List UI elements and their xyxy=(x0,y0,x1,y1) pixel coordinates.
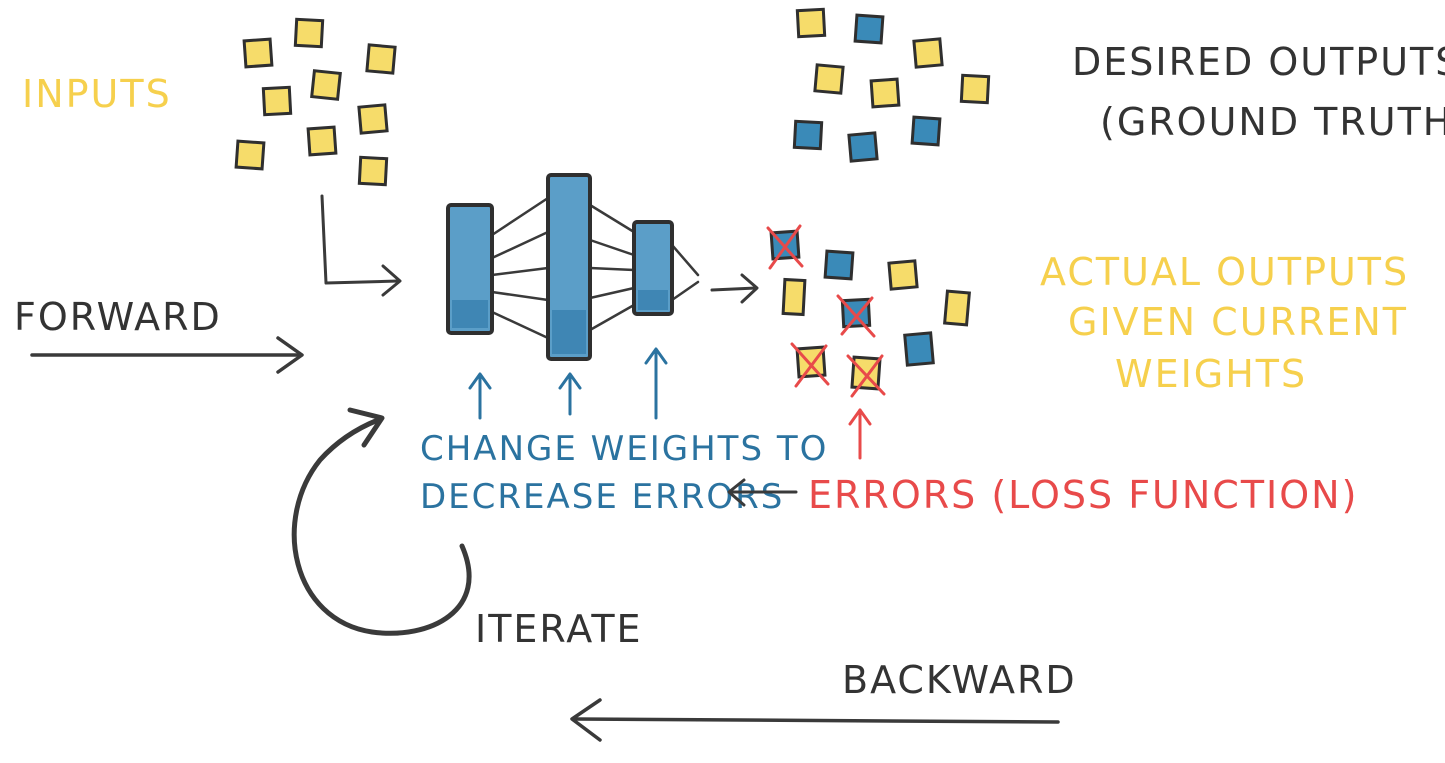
up-arrow-icon xyxy=(558,372,582,416)
desired-square xyxy=(869,77,901,109)
layer-1-shade xyxy=(452,300,488,328)
inputs-label: INPUTS xyxy=(22,72,172,116)
up-arrow-icon xyxy=(644,347,668,420)
cross-icon xyxy=(790,342,830,388)
network-to-output-arrow xyxy=(710,273,759,304)
desired-square xyxy=(792,119,824,151)
given-current-label: GIVEN CURRENT xyxy=(1068,300,1408,344)
cross-icon xyxy=(836,294,876,338)
actual-square xyxy=(887,259,919,291)
input-square xyxy=(306,125,338,157)
backward-label: BACKWARD xyxy=(842,658,1077,702)
neural-network xyxy=(446,173,700,361)
actual-square xyxy=(903,331,935,367)
iterate-label: ITERATE xyxy=(475,607,643,651)
actual-square xyxy=(823,249,855,281)
weights-label: WEIGHTS xyxy=(1115,352,1307,396)
update-arrows xyxy=(468,347,668,420)
input-square xyxy=(242,37,274,69)
desired-outputs-label: DESIRED OUTPUTS xyxy=(1072,40,1445,84)
desired-square xyxy=(853,13,885,45)
connections-2-3 xyxy=(588,203,636,332)
connections-1-2 xyxy=(490,196,550,340)
input-square xyxy=(365,43,397,75)
input-square xyxy=(293,17,325,49)
actual-square xyxy=(781,277,807,317)
desired-square xyxy=(910,115,942,147)
desired-square xyxy=(959,73,991,105)
error-marks xyxy=(766,224,886,398)
ground-truth-label: (GROUND TRUTH) xyxy=(1100,100,1445,144)
input-to-network-arrow xyxy=(320,194,402,297)
errors-loss-function-label: ERRORS (LOSS FUNCTION) xyxy=(808,473,1358,517)
decrease-errors-label: DECREASE ERRORS xyxy=(420,477,784,517)
forward-arrow xyxy=(30,336,304,374)
change-weights-label: CHANGE WEIGHTS TO xyxy=(420,429,828,469)
input-square xyxy=(234,139,266,171)
desired-square xyxy=(813,63,845,95)
actual-output-squares xyxy=(769,229,971,391)
cross-icon xyxy=(766,224,804,270)
desired-square xyxy=(847,131,879,163)
up-arrow-icon xyxy=(468,372,492,420)
backward-arrow xyxy=(570,698,1060,742)
input-square xyxy=(261,85,293,117)
input-square xyxy=(357,155,389,187)
connections-3-out xyxy=(670,243,700,302)
forward-label: FORWARD xyxy=(14,295,222,339)
cross-icon xyxy=(846,354,886,398)
errors-to-weights-arrow xyxy=(727,478,798,507)
actual-outputs-label: ACTUAL OUTPUTS xyxy=(1040,250,1409,294)
input-square xyxy=(310,69,342,101)
input-squares xyxy=(234,17,397,187)
iterate-loop-arrow xyxy=(291,407,472,636)
desired-output-squares xyxy=(792,7,991,163)
layer-2-shade xyxy=(552,310,586,354)
desired-square xyxy=(912,37,944,69)
actual-square xyxy=(943,289,971,327)
error-up-arrow xyxy=(848,408,872,460)
input-square xyxy=(357,103,389,135)
desired-square xyxy=(795,7,827,39)
layer-3-shade xyxy=(638,290,668,310)
